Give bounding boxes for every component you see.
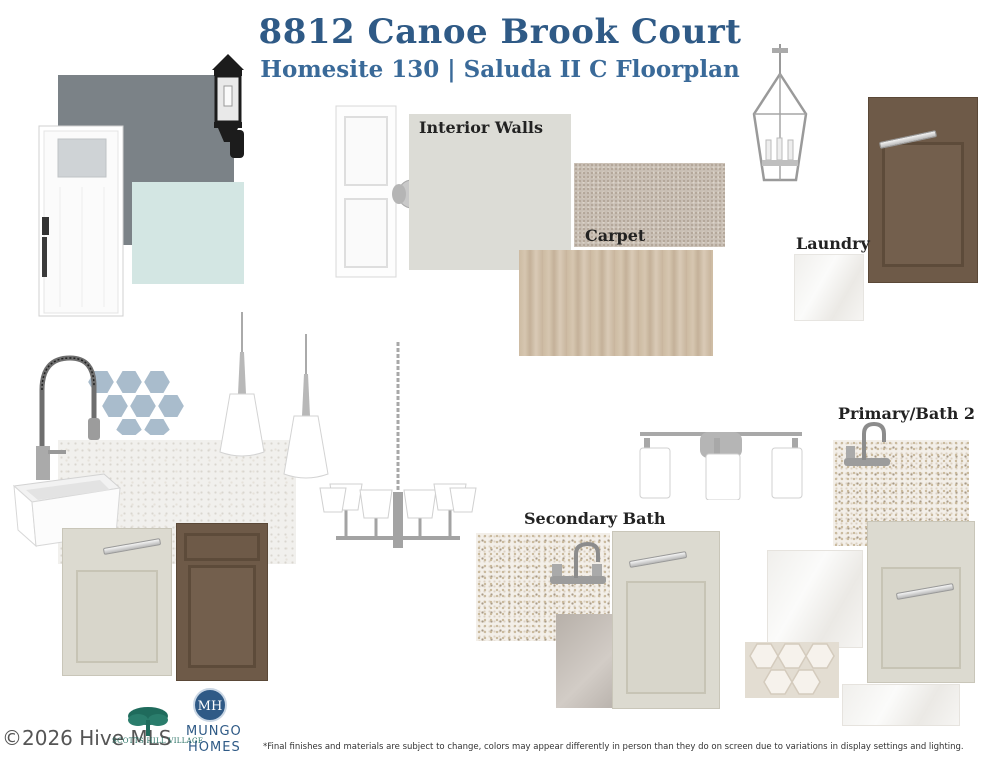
carpet-label: Carpet — [585, 226, 646, 245]
laundry-cabinet-swatch — [868, 97, 978, 283]
vanity-light-icon — [636, 428, 806, 501]
faucet-icon — [32, 350, 102, 480]
exterior-lantern-icon — [204, 52, 252, 160]
pendant-lamp-icon — [280, 334, 332, 480]
secondary-bath-cabinet-swatch — [612, 531, 720, 709]
laundry-label: Laundry — [796, 234, 870, 253]
page-title: 8812 Canoe Brook Court — [258, 12, 742, 52]
exterior-accent-swatch — [132, 182, 244, 284]
cabinet-handle-icon — [628, 551, 688, 568]
disclaimer-text: *Final finishes and materials are subjec… — [263, 742, 964, 752]
primary-bath-label: Primary/Bath 2 — [838, 404, 976, 423]
mungo-logo-line1: MUNGO — [186, 724, 242, 739]
front-door-icon — [38, 125, 124, 317]
mungo-logo-badge: MH — [193, 688, 227, 722]
kitchen-cream-cabinet-swatch — [62, 528, 172, 676]
interior-walls-swatch — [409, 114, 571, 270]
mungo-logo-line2: HOMES — [188, 740, 241, 755]
tree-logo-icon — [124, 706, 172, 736]
flooring-swatch — [519, 250, 713, 356]
chandelier-icon — [316, 342, 480, 556]
pendant-cage-icon — [744, 44, 816, 186]
village-logo-text: SCOTTS HILL VILLAGE — [112, 737, 204, 745]
bath-faucet-icon — [546, 540, 610, 590]
primary-bath-tile-swatch — [767, 550, 863, 648]
laundry-counter-swatch — [794, 254, 864, 321]
bath-faucet-icon — [842, 420, 892, 470]
interior-door-icon — [335, 105, 397, 278]
kitchen-brown-cabinet-swatch — [176, 523, 268, 681]
farmhouse-sink-icon — [12, 468, 122, 548]
primary-bath-cabinet-swatch — [867, 521, 975, 683]
page-subtitle: Homesite 130 | Saluda II C Floorplan — [260, 56, 740, 83]
interior-walls-label: Interior Walls — [419, 118, 543, 137]
mungo-logo-initials: MH — [197, 699, 223, 714]
carpet-swatch — [574, 163, 725, 247]
watermark-text: ©2026 Hive MLS — [2, 726, 172, 750]
hex-floor-tile-swatch — [745, 642, 839, 698]
shower-wall-tile-swatch — [842, 684, 960, 726]
secondary-bath-label: Secondary Bath — [524, 509, 666, 528]
cabinet-handle-icon — [102, 538, 162, 555]
pendant-lamp-icon — [216, 312, 268, 458]
